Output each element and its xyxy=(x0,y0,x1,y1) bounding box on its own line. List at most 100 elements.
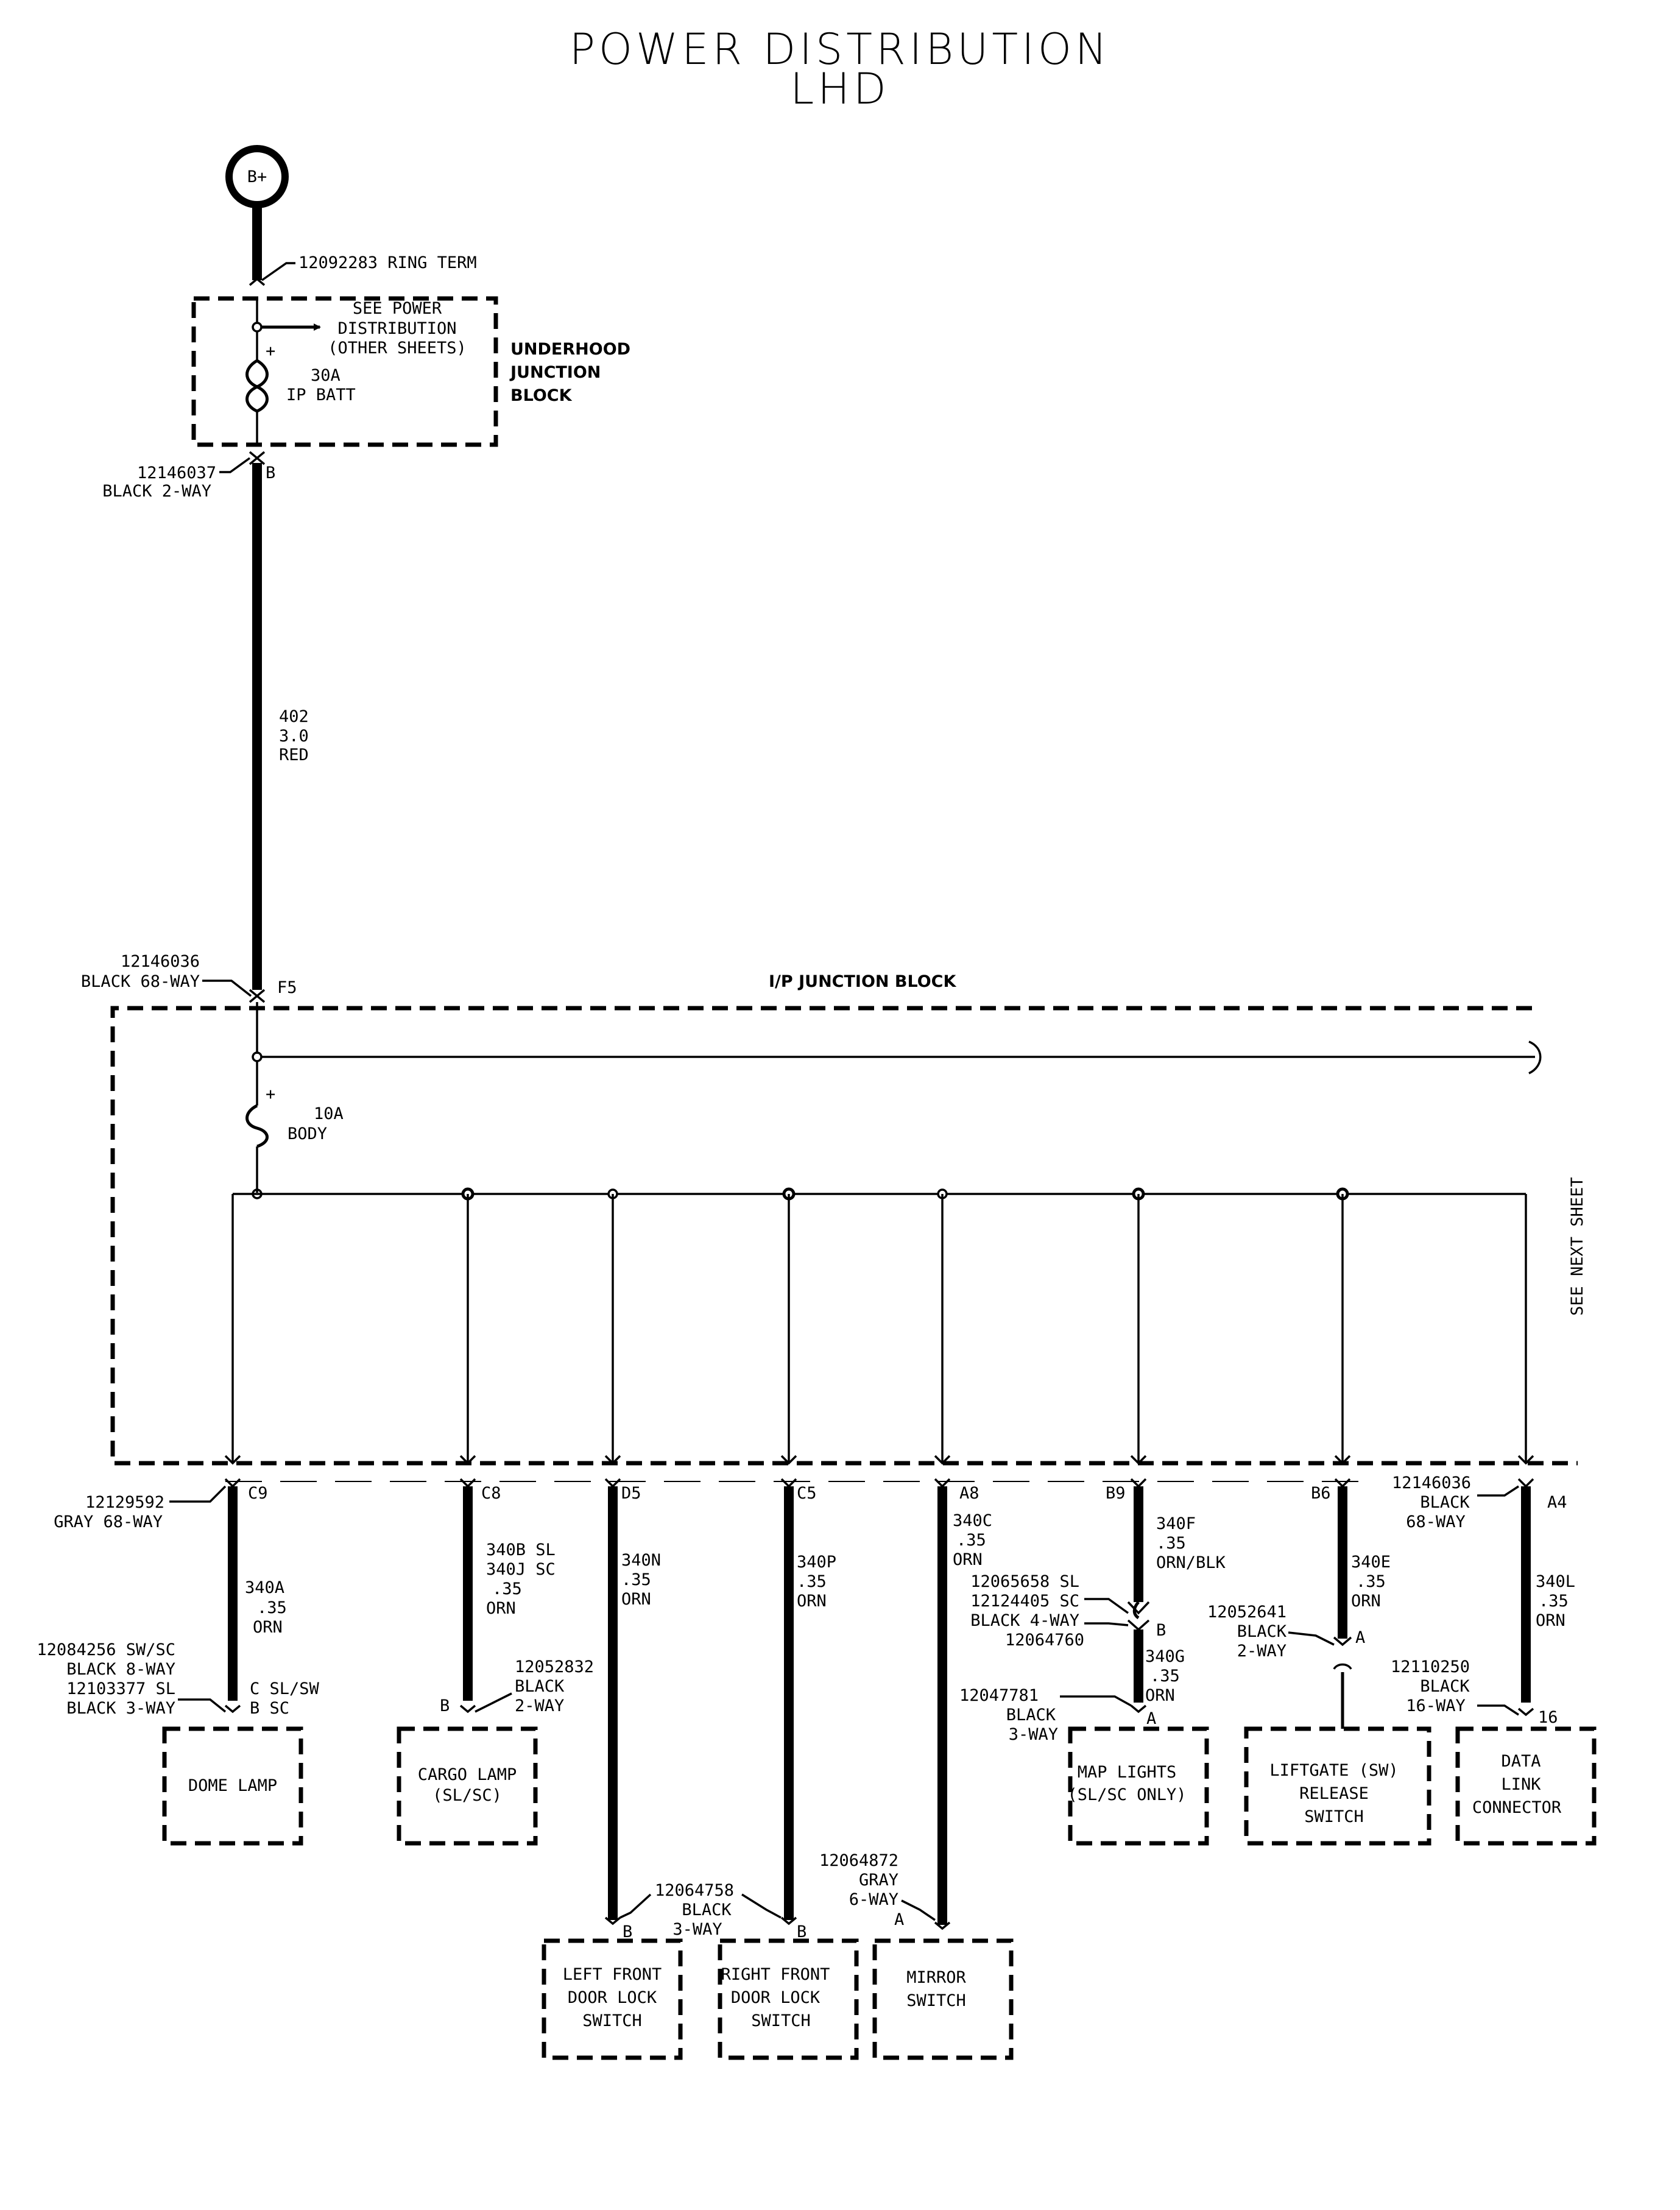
dome-load-connector: BLACK 8-WAY xyxy=(66,1660,175,1679)
map-load-connector: 3-WAY xyxy=(1009,1725,1058,1744)
cargo-wire-label: ORN xyxy=(486,1599,516,1618)
see-power-distribution-note: (OTHER SHEETS) xyxy=(328,339,467,358)
mirror-load-connector: 6-WAY xyxy=(849,1890,898,1909)
see-power-distribution-note: DISTRIBUTION xyxy=(337,319,456,338)
map-lights-box xyxy=(1068,1726,1209,1846)
c9-connector: 12129592 xyxy=(85,1493,164,1512)
mirror-switch-label: MIRROR xyxy=(906,1968,966,1987)
rf-door-lock-switch-label: RIGHT FRONT xyxy=(721,1965,830,1984)
dome-pin: C9 xyxy=(248,1484,268,1503)
cargo-load-connector: 2-WAY xyxy=(515,1696,564,1715)
mirror-wire-label: .35 xyxy=(956,1531,986,1550)
door-lock-connector: 12064758 xyxy=(655,1881,734,1900)
dome-lamp-label: DOME LAMP xyxy=(188,1776,277,1795)
dlc-load-connector: 12110250 xyxy=(1391,1658,1470,1676)
lf-door-lock-switch-box xyxy=(542,1938,683,2060)
door-lock-connector: 3-WAY xyxy=(672,1920,722,1939)
block-terminals xyxy=(224,1455,1534,1465)
lf-door-lock-switch-label: LEFT FRONT xyxy=(563,1965,662,1984)
rf-door-load-pin: B xyxy=(797,1922,806,1941)
connector-chevrons xyxy=(224,1478,1534,1488)
fuse-10a-label: BODY xyxy=(288,1124,327,1143)
map-load-connector: 12047781 xyxy=(959,1686,1039,1705)
dlc-ip-connector: 68-WAY xyxy=(1406,1513,1466,1531)
ring-terminal-label: 12092283 RING TERM xyxy=(298,253,477,272)
cargo-load-pin: B xyxy=(440,1696,450,1715)
main-wire-color: RED xyxy=(279,746,309,764)
lf-door-wire-label: ORN xyxy=(621,1590,651,1609)
main-wire-circuit: 402 xyxy=(279,707,309,726)
liftgate-wire-label: .35 xyxy=(1356,1572,1386,1591)
mirror-switch-label: SWITCH xyxy=(906,1991,966,2010)
cargo-lamp-label: CARGO LAMP xyxy=(418,1765,517,1784)
dlc-pin: A4 xyxy=(1547,1493,1567,1512)
mirror-wire-label: 340C xyxy=(953,1511,992,1530)
liftgate-release-switch-box xyxy=(1244,1726,1431,1846)
liftgate-pin: B6 xyxy=(1311,1484,1331,1503)
underhood-block-name: JUNCTION xyxy=(509,363,601,382)
map-inline-connector: 12064760 xyxy=(1005,1631,1084,1650)
map-wire2-label: ORN xyxy=(1145,1686,1175,1705)
fuse-30a-icon xyxy=(245,359,269,413)
underhood-block-name: BLOCK xyxy=(510,386,573,405)
c9-connector: GRAY 68-WAY xyxy=(54,1513,163,1531)
dlc-load-connector: BLACK xyxy=(1420,1677,1470,1696)
mirror-load-connector: 12064872 xyxy=(819,1851,898,1870)
map-wire-label: ORN/BLK xyxy=(1156,1553,1226,1572)
dlc-wire-label: ORN xyxy=(1536,1611,1565,1630)
mirror-switch-box xyxy=(872,1938,1014,2060)
underhood-out-pin: B xyxy=(266,464,275,482)
map-lights-label: (SL/SC ONLY) xyxy=(1067,1785,1186,1804)
see-next-sheet-note: SEE NEXT SHEET xyxy=(1568,1177,1587,1316)
map-wire2-label: 340G xyxy=(1145,1647,1185,1666)
map-load-connector: BLACK xyxy=(1006,1706,1056,1725)
dome-load-connector: BLACK 3-WAY xyxy=(66,1699,175,1718)
map-wire-label: 340F xyxy=(1156,1514,1196,1533)
mirror-pin: A8 xyxy=(959,1484,979,1503)
bus-splices xyxy=(461,1187,1349,1201)
mirror-wire-label: ORN xyxy=(953,1550,983,1569)
dlc-ip-connector: 12146036 xyxy=(1392,1474,1471,1492)
map-inline-pin: B xyxy=(1156,1621,1166,1640)
rf-door-wire-label: 340P xyxy=(797,1553,836,1572)
dlc-wire-label: .35 xyxy=(1539,1592,1569,1611)
cargo-wire-label: .35 xyxy=(492,1580,522,1598)
fuse-30a-label: 30A xyxy=(311,366,341,385)
cargo-lamp-label: (SL/SC) xyxy=(432,1786,502,1805)
map-wire2-label: .35 xyxy=(1150,1667,1180,1686)
cargo-load-connector: BLACK xyxy=(515,1677,565,1696)
ip-junction-block xyxy=(110,1006,1578,1466)
cargo-load-connector: 12052832 xyxy=(515,1658,594,1676)
fuse-30a-label: IP BATT xyxy=(286,386,356,404)
fuse-10a-label: 10A xyxy=(314,1104,344,1123)
liftgate-wire-label: ORN xyxy=(1351,1592,1381,1611)
ip-in-connector: 12146036 xyxy=(121,952,200,971)
data-link-connector-label: LINK xyxy=(1501,1775,1541,1794)
main-wire-gauge: 3.0 xyxy=(279,727,309,746)
dome-load-pins: C SL/SW xyxy=(250,1679,320,1698)
lf-door-wire-label: 340N xyxy=(621,1551,661,1570)
map-wire-label: .35 xyxy=(1156,1534,1186,1553)
map-inline-connector: 12065658 SL xyxy=(970,1572,1079,1591)
liftgate-wire-label: 340E xyxy=(1351,1553,1391,1572)
rf-door-wire-label: ORN xyxy=(797,1592,827,1611)
dlc-load-connector: 16-WAY xyxy=(1406,1696,1466,1715)
rf-door-lock-switch-label: DOOR LOCK xyxy=(731,1988,821,2007)
dlc-wire-label: 340L xyxy=(1536,1572,1575,1591)
dome-wire-label: 340A xyxy=(245,1578,284,1597)
underhood-out-connector: BLACK 2-WAY xyxy=(102,482,211,501)
map-pin: B9 xyxy=(1106,1484,1126,1503)
mirror-load-pin: A xyxy=(894,1910,904,1929)
diagram-title: POWER DISTRIBUTION xyxy=(570,24,1111,74)
rf-door-lock-switch-box xyxy=(718,1938,859,2060)
dome-load-pins: B SC xyxy=(250,1699,289,1718)
lf-door-lock-switch-label: SWITCH xyxy=(582,2011,642,2030)
dome-wire-label: ORN xyxy=(253,1618,283,1637)
cargo-pin: C8 xyxy=(481,1484,501,1503)
branch-drops xyxy=(231,1194,1527,1462)
lf-door-wire-label: .35 xyxy=(621,1570,651,1589)
underhood-out-connector: 12146037 xyxy=(137,464,216,482)
ip-in-connector: BLACK 68-WAY xyxy=(81,972,200,991)
dome-wire-label: .35 xyxy=(257,1598,287,1617)
